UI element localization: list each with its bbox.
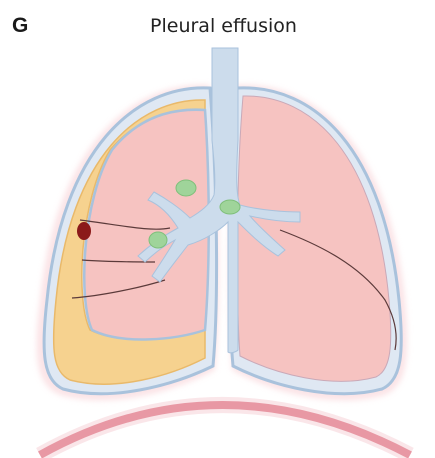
lymph-node-hilar	[149, 232, 167, 248]
pleural-nodule	[77, 222, 91, 240]
lymph-node-carinal	[220, 200, 240, 214]
lymph-node-upper	[176, 180, 196, 196]
